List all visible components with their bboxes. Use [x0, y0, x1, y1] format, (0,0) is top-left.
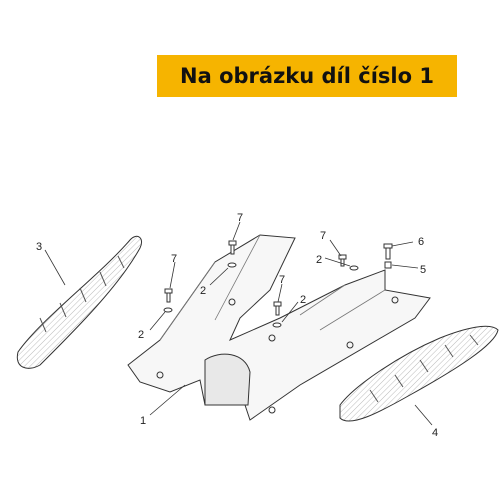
callout-7b: 7	[171, 253, 177, 265]
callout-2c: 2	[300, 294, 306, 306]
callout-7d: 7	[320, 230, 326, 242]
callout-2a: 2	[200, 285, 206, 297]
floor-panel	[127, 234, 431, 421]
callout-3: 3	[36, 241, 42, 253]
callout-5: 5	[420, 264, 426, 276]
callout-7a: 7	[237, 212, 243, 224]
callout-2d: 2	[316, 254, 322, 266]
left-floor-mat	[16, 235, 143, 369]
callout-1: 1	[140, 415, 146, 427]
fasteners	[163, 240, 393, 328]
callout-6: 6	[418, 236, 424, 248]
callout-numbers: 1 3 4 7 2 7 2 7 2 7 2 6 5	[36, 212, 438, 439]
callout-2b: 2	[138, 329, 144, 341]
leader-lines	[44, 221, 433, 426]
callout-7c: 7	[279, 274, 285, 286]
callout-4: 4	[432, 427, 438, 439]
right-floor-mat	[339, 325, 499, 422]
part-number-banner: Na obrázku díl číslo 1	[157, 55, 457, 97]
banner-text: Na obrázku díl číslo 1	[180, 64, 434, 88]
